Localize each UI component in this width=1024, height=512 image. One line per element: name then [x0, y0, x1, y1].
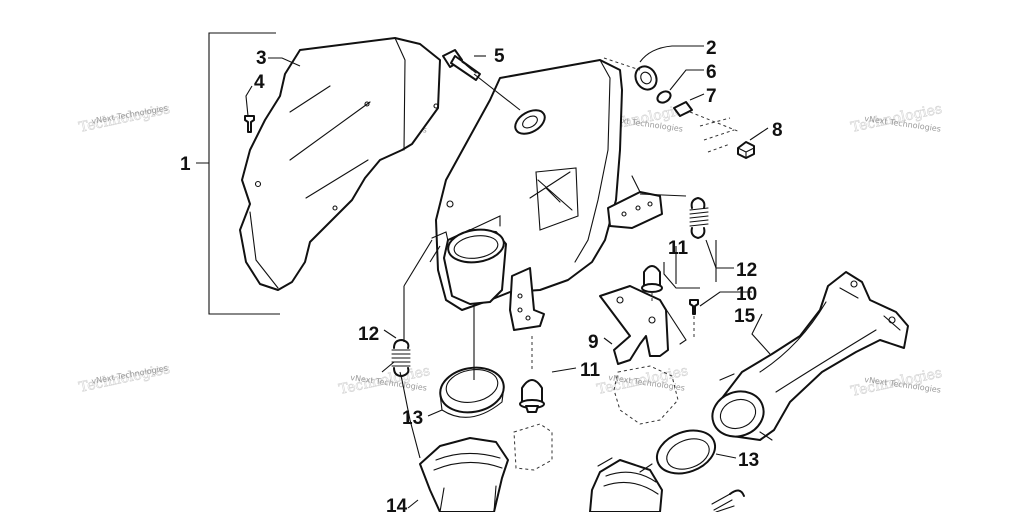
callout-12: 12 [736, 260, 757, 281]
phantom-bracket [613, 365, 679, 425]
callout-6: 6 [706, 62, 717, 83]
assembly-guide [531, 292, 695, 372]
rivet-part [689, 299, 699, 315]
callout-12: 12 [358, 324, 379, 345]
washer-part [656, 90, 672, 104]
spring-part [711, 489, 745, 512]
callout-9: 9 [588, 332, 599, 353]
heat-shield [239, 37, 441, 291]
nut-part [737, 141, 755, 159]
assembly-guide [603, 57, 741, 153]
callout-3: 3 [256, 48, 267, 69]
center-coupler [589, 457, 663, 512]
spring-part [689, 197, 709, 239]
side-hanger-bracket [607, 175, 663, 229]
clip-part [673, 101, 693, 117]
leader-lines [245, 45, 771, 509]
assembly-bracket [196, 32, 280, 315]
callout-labels: 1 2 3 4 5 6 7 8 9 10 11 11 12 12 13 13 1… [180, 38, 783, 512]
gasket-ring [655, 429, 717, 475]
watermark: Technologies vNext Technologies [849, 365, 944, 401]
bolt-part [442, 49, 481, 81]
rivet-part [244, 115, 255, 133]
muffler-mount-bracket [509, 267, 545, 331]
callout-8: 8 [772, 120, 783, 141]
grommet-part [634, 65, 658, 91]
callout-4: 4 [254, 72, 265, 93]
watermark: Technologies vNext Technologies [77, 361, 172, 397]
callout-14: 14 [386, 496, 408, 512]
watermark: Technologies vNext Technologies [77, 101, 172, 137]
exhaust-header [711, 271, 909, 441]
callout-10: 10 [736, 284, 757, 305]
watermark: Technologies vNext Technologies [337, 363, 432, 399]
rubber-bumper [519, 379, 545, 413]
coupler-pipe [419, 437, 509, 512]
callout-11: 11 [580, 360, 601, 381]
callout-7: 7 [706, 86, 717, 107]
callout-1: 1 [180, 154, 191, 175]
callout-13: 13 [402, 408, 423, 429]
watermark: Technologies vNext Technologies [595, 363, 690, 399]
callout-15: 15 [734, 306, 756, 327]
callout-2: 2 [706, 38, 717, 59]
rubber-bumper [641, 265, 663, 293]
callout-13: 13 [738, 450, 759, 471]
spring-part [391, 339, 411, 377]
phantom-bracket [513, 423, 553, 471]
callout-11: 11 [668, 238, 689, 259]
gasket-ring [439, 366, 505, 418]
watermark: Technologies vNext Technologies [849, 101, 944, 137]
mounting-bracket [599, 285, 687, 365]
callout-5: 5 [494, 46, 505, 67]
muffler-outlet [443, 228, 507, 305]
